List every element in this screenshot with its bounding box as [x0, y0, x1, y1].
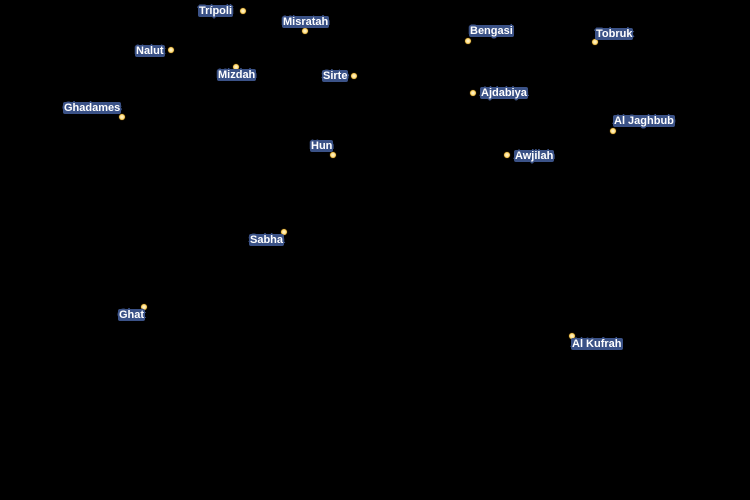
city-marker-icon[interactable] — [141, 304, 147, 310]
city-label: Misratah — [282, 16, 330, 28]
city-label: Mizdah — [217, 69, 257, 81]
city-marker-icon[interactable] — [302, 28, 308, 34]
city-label: Sirte — [322, 70, 349, 82]
city-marker-icon[interactable] — [569, 333, 575, 339]
city-marker-icon[interactable] — [233, 64, 239, 70]
city-label: Ghadames — [63, 102, 122, 114]
city-label: Al Kufrah — [571, 338, 623, 350]
city-label: Bengasi — [469, 25, 514, 37]
city-label: Awjilah — [514, 150, 555, 162]
city-label: Sabha — [249, 234, 285, 246]
city-marker-icon[interactable] — [592, 39, 598, 45]
city-marker-icon[interactable] — [470, 90, 476, 96]
city-marker-icon[interactable] — [504, 152, 510, 158]
city-label: Ajdabiya — [480, 87, 528, 99]
city-label: Al Jaghbub — [613, 115, 675, 127]
city-label: Hun — [310, 140, 334, 152]
city-label: Nalut — [135, 45, 165, 57]
city-marker-icon[interactable] — [610, 128, 616, 134]
city-label: Ghat — [118, 309, 146, 321]
city-label: Tobruk — [595, 28, 634, 40]
city-marker-icon[interactable] — [330, 152, 336, 158]
city-marker-icon[interactable] — [119, 114, 125, 120]
city-marker-icon[interactable] — [465, 38, 471, 44]
city-label: Trípoli — [198, 5, 233, 17]
city-marker-icon[interactable] — [281, 229, 287, 235]
city-marker-icon[interactable] — [168, 47, 174, 53]
city-marker-icon[interactable] — [351, 73, 357, 79]
city-marker-icon[interactable] — [240, 8, 246, 14]
